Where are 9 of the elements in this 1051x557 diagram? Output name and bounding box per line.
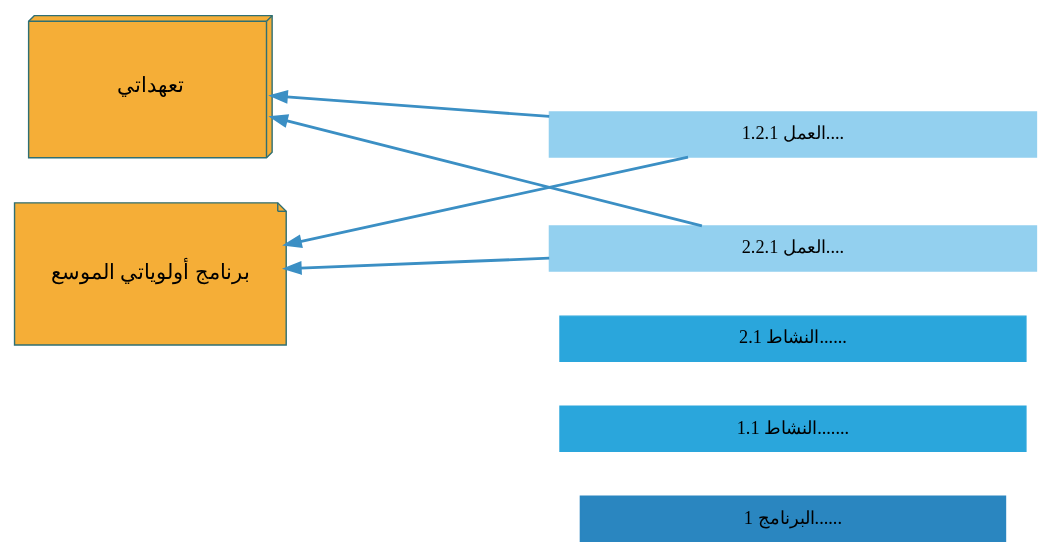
node-box: النشاط 1.1....... <box>559 405 1027 452</box>
node-box: العمل 2.2.1.... <box>548 225 1038 272</box>
arrow <box>281 256 550 275</box>
arrow <box>268 114 703 228</box>
node-box: العمل 1.2.1.... <box>548 111 1038 158</box>
node-box: النشاط 2.1...... <box>559 315 1027 362</box>
arrow <box>268 90 550 118</box>
node-box: البرنامج 1...... <box>579 495 1007 543</box>
arrow <box>282 155 689 249</box>
